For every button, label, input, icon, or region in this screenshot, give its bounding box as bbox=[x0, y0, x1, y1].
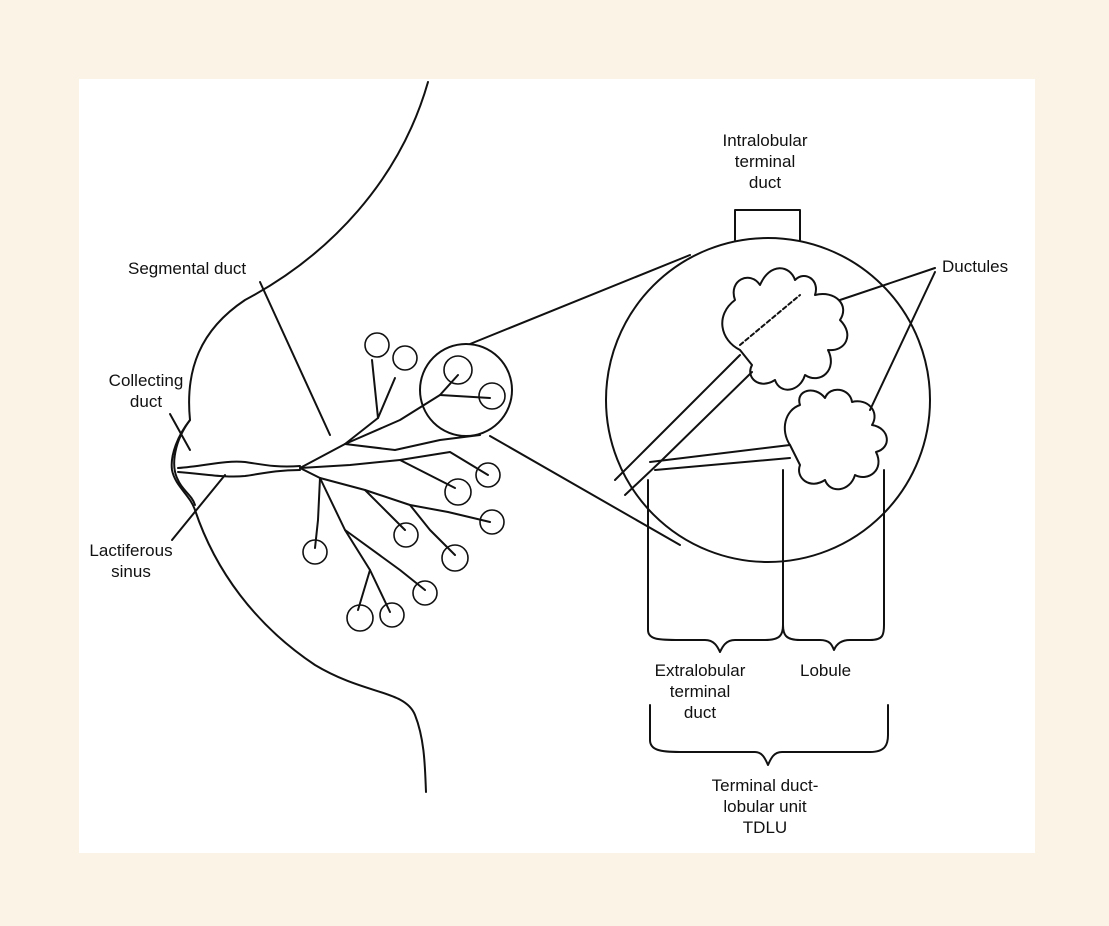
label-collecting-duct-line-2: duct bbox=[96, 391, 196, 412]
lactiferous-sinus-shape bbox=[178, 462, 300, 468]
label-collecting-duct: Collecting duct bbox=[96, 370, 196, 412]
label-lactiferous-sinus: Lactiferous sinus bbox=[76, 540, 186, 582]
label-segmental-duct: Segmental duct bbox=[128, 258, 246, 279]
label-extralobular-line-2: terminal bbox=[640, 681, 760, 702]
label-intralobular-terminal-duct: Intralobular terminal duct bbox=[700, 130, 830, 193]
label-lactiferous-sinus-line-1: Lactiferous bbox=[76, 540, 186, 561]
label-extralobular-line-3: duct bbox=[640, 702, 760, 723]
label-intralobular-line-3: duct bbox=[700, 172, 830, 193]
collecting-duct-leader bbox=[170, 414, 190, 450]
label-tdlu: Terminal duct- lobular unit TDLU bbox=[690, 775, 840, 838]
label-tdlu-line-3: TDLU bbox=[690, 817, 840, 838]
duct-tree bbox=[300, 360, 490, 612]
label-collecting-duct-line-1: Collecting bbox=[96, 370, 196, 391]
label-intralobular-line-2: terminal bbox=[700, 151, 830, 172]
magnified-ducts bbox=[615, 295, 800, 495]
label-tdlu-line-2: lobular unit bbox=[690, 796, 840, 817]
upper-lobule bbox=[722, 268, 847, 389]
breast-outline bbox=[172, 82, 428, 792]
label-ductules: Ductules bbox=[942, 256, 1008, 277]
intralobular-bracket bbox=[735, 210, 800, 240]
segmental-duct-leader bbox=[260, 282, 330, 435]
label-tdlu-line-1: Terminal duct- bbox=[690, 775, 840, 796]
label-extralobular-terminal-duct: Extralobular terminal duct bbox=[640, 660, 760, 723]
label-intralobular-line-1: Intralobular bbox=[700, 130, 830, 151]
label-lobule: Lobule bbox=[800, 660, 851, 681]
label-lactiferous-sinus-line-2: sinus bbox=[76, 561, 186, 582]
ductules-leader-2 bbox=[870, 272, 935, 410]
label-extralobular-line-1: Extralobular bbox=[640, 660, 760, 681]
ductules-leader-1 bbox=[840, 268, 935, 300]
